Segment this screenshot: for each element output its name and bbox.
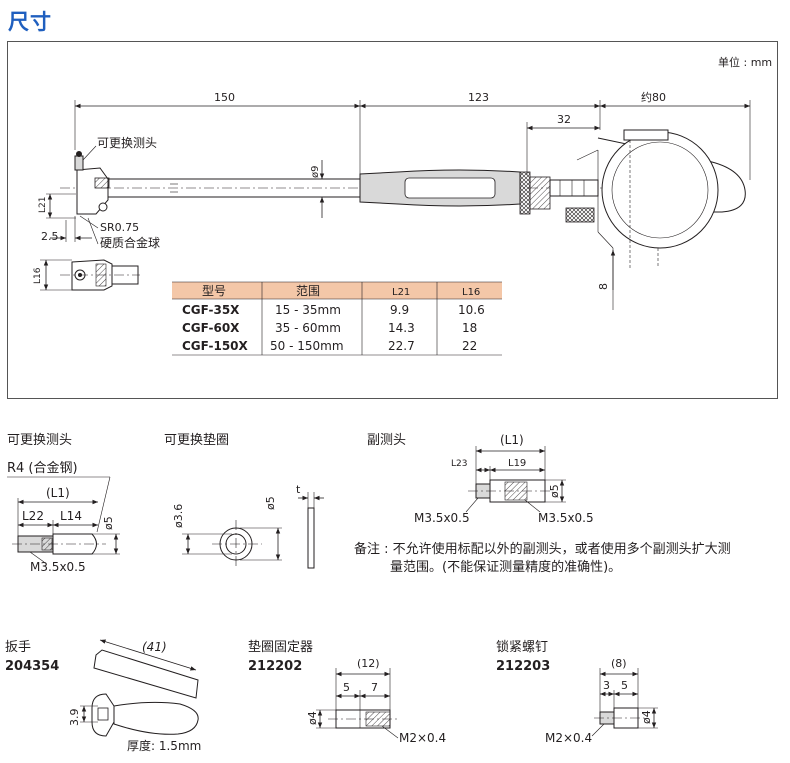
aux-phi5: ø5: [548, 484, 561, 498]
screw-title: 锁紧螺钉: [496, 639, 548, 655]
table-header-model: 型号: [202, 284, 226, 298]
washer-phi36: ø3.6: [172, 504, 185, 528]
aux-thread-right: M3.5x0.5: [538, 511, 594, 525]
dim-2-5: 2.5: [41, 230, 59, 243]
wrench-length: (41): [142, 640, 167, 654]
table-header-row: [172, 282, 502, 299]
aux-l23: L23: [451, 459, 467, 469]
dim-8: 8: [597, 283, 610, 290]
table-cell-l21: 14.3: [388, 321, 415, 335]
table-cell-model: CGF-60X: [182, 321, 240, 335]
table-cell-range: 50 - 150mm: [270, 339, 344, 353]
table-header-l21: L21: [392, 287, 410, 298]
fixer-7: 7: [371, 681, 378, 694]
model-table: 型号 范围 L21 L16 CGF-35X 15 - 35mm 9.9 10.6…: [172, 281, 502, 356]
screw-thread: M2×0.4: [545, 731, 592, 745]
dim-l21: L21: [38, 197, 48, 213]
aux-note-line2: 量范围。(不能保证测量精度的准确性)。: [390, 559, 621, 575]
screw-8: (8): [611, 657, 627, 670]
aux-title: 副测头: [367, 433, 406, 448]
wrench-handle: [113, 701, 199, 735]
dim-150: 150: [214, 91, 235, 104]
dim-phi9: ø9: [310, 166, 321, 178]
label-replaceable-tip: 可更换测头: [97, 136, 157, 150]
dim-123: 123: [468, 91, 489, 104]
aux-note-line1: 备注 : 不允许使用标配以外的副测头，或者使用多个副测头扩大测: [354, 541, 731, 557]
table-cell-range: 15 - 35mm: [275, 303, 341, 317]
fixer-thread: M2×0.4: [399, 731, 446, 745]
screw-5: 5: [621, 679, 628, 692]
page-title: 尺寸: [8, 10, 52, 34]
wrench-3-9: 3.9: [68, 709, 81, 727]
dim-l16: L16: [33, 267, 43, 284]
fixer-5: 5: [343, 681, 350, 694]
washer-side-view: [307, 507, 315, 569]
dial-indicator: [601, 131, 719, 249]
fixer-phi4: ø4: [306, 711, 319, 725]
table-header-l16: L16: [462, 287, 480, 298]
main-drawing-frame: [7, 41, 778, 399]
fixer-12: (12): [357, 657, 380, 670]
replaceable-tip-part: [74, 155, 84, 171]
aux-l19: L19: [508, 458, 526, 469]
table-cell-l21: 22.7: [388, 339, 415, 353]
table-header-range: 范围: [296, 284, 320, 298]
dim-sr075: SR0.75: [100, 221, 139, 234]
screw-3: 3: [603, 679, 610, 692]
wrench-thickness: 厚度: 1.5mm: [127, 738, 201, 753]
tip-thread: M3.5x0.5: [30, 560, 86, 574]
screw-phi4: ø4: [640, 710, 653, 724]
label-carbide-ball: 硬质合金球: [100, 235, 160, 250]
washer-phi5: ø5: [264, 496, 277, 510]
screw-code: 212203: [496, 659, 550, 674]
dim-32: 32: [557, 113, 571, 126]
dim-80: 约80: [641, 91, 666, 104]
tip-l22: L22: [22, 509, 44, 523]
fixer-title: 垫圈固定器: [248, 639, 313, 655]
aux-thread-left: M3.5x0.5: [414, 511, 470, 525]
table-cell-l16: 10.6: [458, 303, 485, 317]
fixer-code: 212202: [248, 659, 302, 674]
table-cell-l21: 9.9: [390, 303, 409, 317]
tip-l14: L14: [60, 509, 82, 523]
wrench-side-view: [93, 649, 199, 699]
tip-title: 可更换测头: [7, 433, 72, 448]
table-cell-model: CGF-35X: [182, 303, 240, 317]
wrench-code: 204354: [5, 659, 59, 674]
aux-l1: (L1): [500, 433, 524, 447]
tip-r4: R4 (合金钢): [7, 460, 78, 476]
table-cell-range: 35 - 60mm: [275, 321, 341, 335]
table-cell-l16: 18: [462, 321, 477, 335]
wrench-title: 扳手: [5, 639, 31, 655]
tip-l1: (L1): [46, 486, 70, 500]
table-cell-model: CGF-150X: [182, 339, 249, 353]
table-cell-l16: 22: [462, 339, 477, 353]
washer-title: 可更换垫圈: [164, 432, 229, 448]
unit-label: 单位 : mm: [718, 55, 772, 69]
tip-phi5: ø5: [102, 516, 115, 530]
washer-t: t: [296, 483, 301, 496]
